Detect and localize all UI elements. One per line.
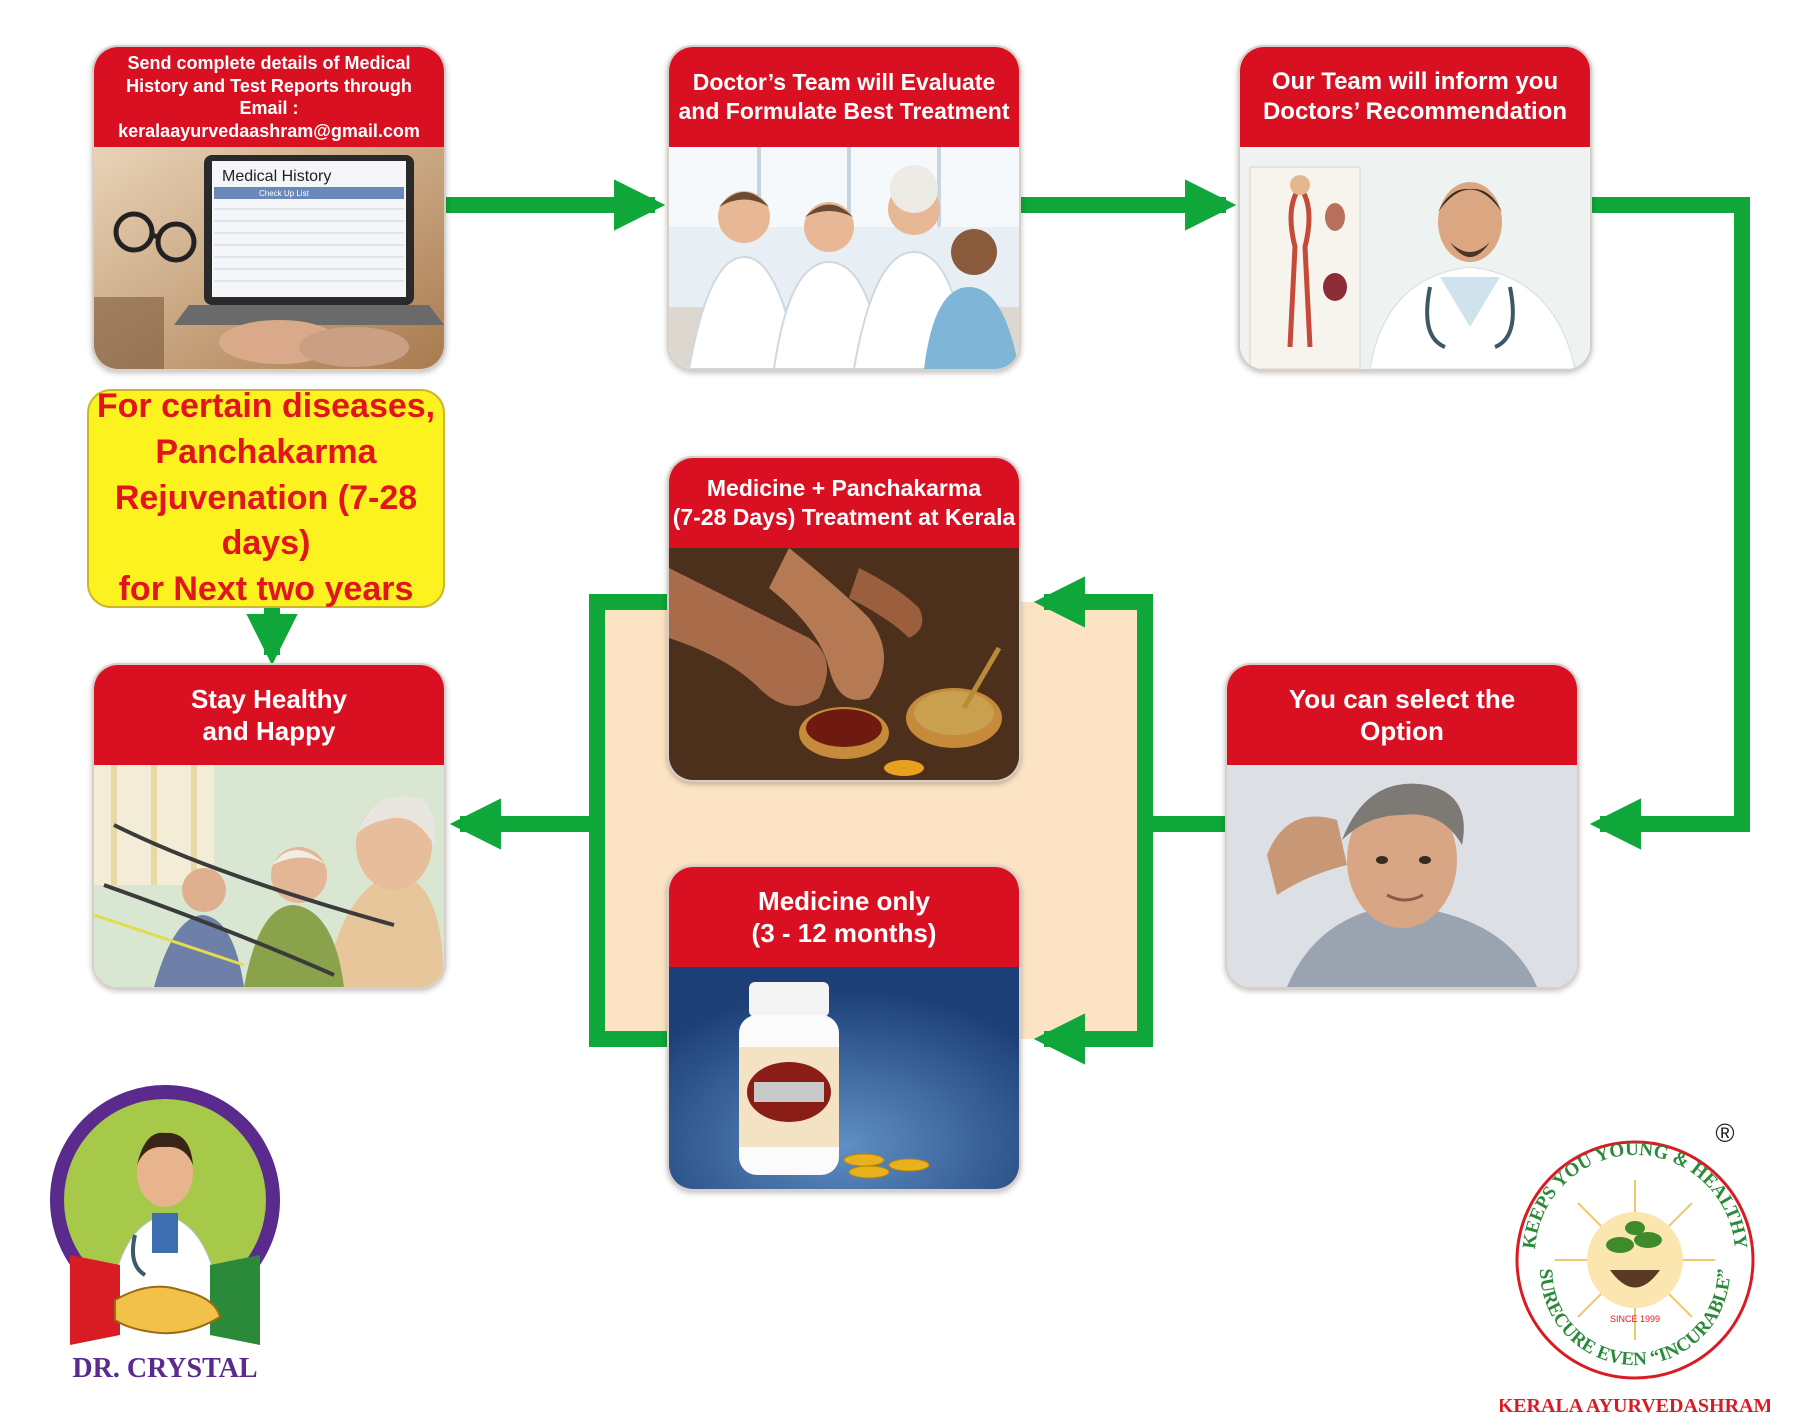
step-evaluate-line-2: and Formulate Best Treatment bbox=[678, 98, 1010, 124]
seniors-exercise-photo bbox=[94, 765, 444, 987]
dr-crystal-name: DR. CRYSTAL bbox=[72, 1353, 257, 1384]
step-send-details-header: Send complete details of Medical History… bbox=[94, 47, 444, 147]
doctors-team-photo bbox=[669, 147, 1019, 369]
step-healthy-header: Stay Healthy and Happy bbox=[94, 665, 444, 765]
note-line-2: Panchakarma bbox=[155, 432, 377, 471]
arrow-to-medicine bbox=[1033, 824, 1153, 1065]
note-line-3: Rejuvenation (7-28 days) bbox=[114, 478, 418, 563]
step-send-details: Send complete details of Medical History… bbox=[92, 45, 446, 371]
option-panchakarma-header: Medicine + Panchakarma (7-28 Days) Treat… bbox=[669, 458, 1019, 548]
panchakarma-note: For certain diseases, Panchakarma Rejuve… bbox=[87, 387, 445, 608]
step-send-line-1: Send complete details of Medical bbox=[127, 53, 411, 73]
step-inform-line-1: Our Team will inform you bbox=[1271, 68, 1559, 95]
option-panchakarma-line-2: (7-28 Days) Treatment at Kerala bbox=[672, 504, 1016, 530]
step-inform-line-2: Doctors’ Recommendation bbox=[1262, 98, 1568, 125]
option-panchakarma-line-1: Medicine + Panchakarma bbox=[706, 475, 982, 502]
arrow-to-panchakarma bbox=[1033, 576, 1153, 824]
arrow-inform-to-select bbox=[1589, 197, 1750, 850]
kerala-ayurvedashram-name: KERALA AYURVEDASHRAM bbox=[1500, 1395, 1770, 1417]
doctor-portrait-photo bbox=[1240, 147, 1590, 369]
step-evaluate: Doctor’s Team will Evaluate and Formulat… bbox=[667, 45, 1021, 371]
step-send-line-3: Email : keralaayurvedaashram@gmail.com bbox=[118, 98, 420, 141]
note-line-1: For certain diseases, bbox=[96, 386, 436, 425]
step-evaluate-line-1: Doctor’s Team will Evaluate bbox=[692, 69, 996, 96]
step-inform: Our Team will inform you Doctors’ Recomm… bbox=[1238, 45, 1592, 371]
medicine-bottle-photo bbox=[669, 967, 1019, 1189]
option-medicine-header: Medicine only (3 - 12 months) bbox=[669, 867, 1019, 967]
step-inform-header: Our Team will inform you Doctors’ Recomm… bbox=[1240, 47, 1590, 147]
kerala-ayurvedashram-seal: KEEPS YOU YOUNG & HEALTHY SURECURE EVEN … bbox=[1500, 1118, 1770, 1417]
laptop-medical-history-photo: Medical History Check Up List bbox=[94, 147, 444, 369]
thinking-man-photo bbox=[1227, 765, 1577, 987]
foot-massage-photo bbox=[669, 548, 1019, 780]
step-healthy-line-2: and Happy bbox=[202, 716, 336, 746]
step-select-line-1: You can select the bbox=[1288, 683, 1516, 714]
step-send-line-2: History and Test Reports through bbox=[126, 75, 412, 96]
dr-crystal-logo: DR. CRYSTAL bbox=[50, 1085, 280, 1384]
option-medicine-only: Medicine only (3 - 12 months) bbox=[667, 865, 1021, 1191]
seal-since-text: SINCE 1999 bbox=[1610, 1314, 1660, 1324]
step-healthy-line-1: Stay Healthy bbox=[190, 683, 348, 714]
laptop-subheading: Check Up List bbox=[259, 189, 310, 198]
option-medicine-line-1: Medicine only bbox=[758, 885, 930, 916]
laptop-heading: Medical History bbox=[222, 168, 331, 185]
option-medicine-line-2: (3 - 12 months) bbox=[751, 918, 937, 948]
step-select-option: You can select the Option bbox=[1225, 663, 1579, 989]
step-select-line-2: Option bbox=[1360, 716, 1444, 746]
step-select-header: You can select the Option bbox=[1227, 665, 1577, 765]
note-line-4: for Next two years bbox=[118, 570, 414, 609]
option-panchakarma: Medicine + Panchakarma (7-28 Days) Treat… bbox=[667, 456, 1021, 782]
registered-mark: ® bbox=[1715, 1118, 1734, 1148]
step-stay-healthy: Stay Healthy and Happy bbox=[92, 663, 446, 989]
step-evaluate-header: Doctor’s Team will Evaluate and Formulat… bbox=[669, 47, 1019, 147]
